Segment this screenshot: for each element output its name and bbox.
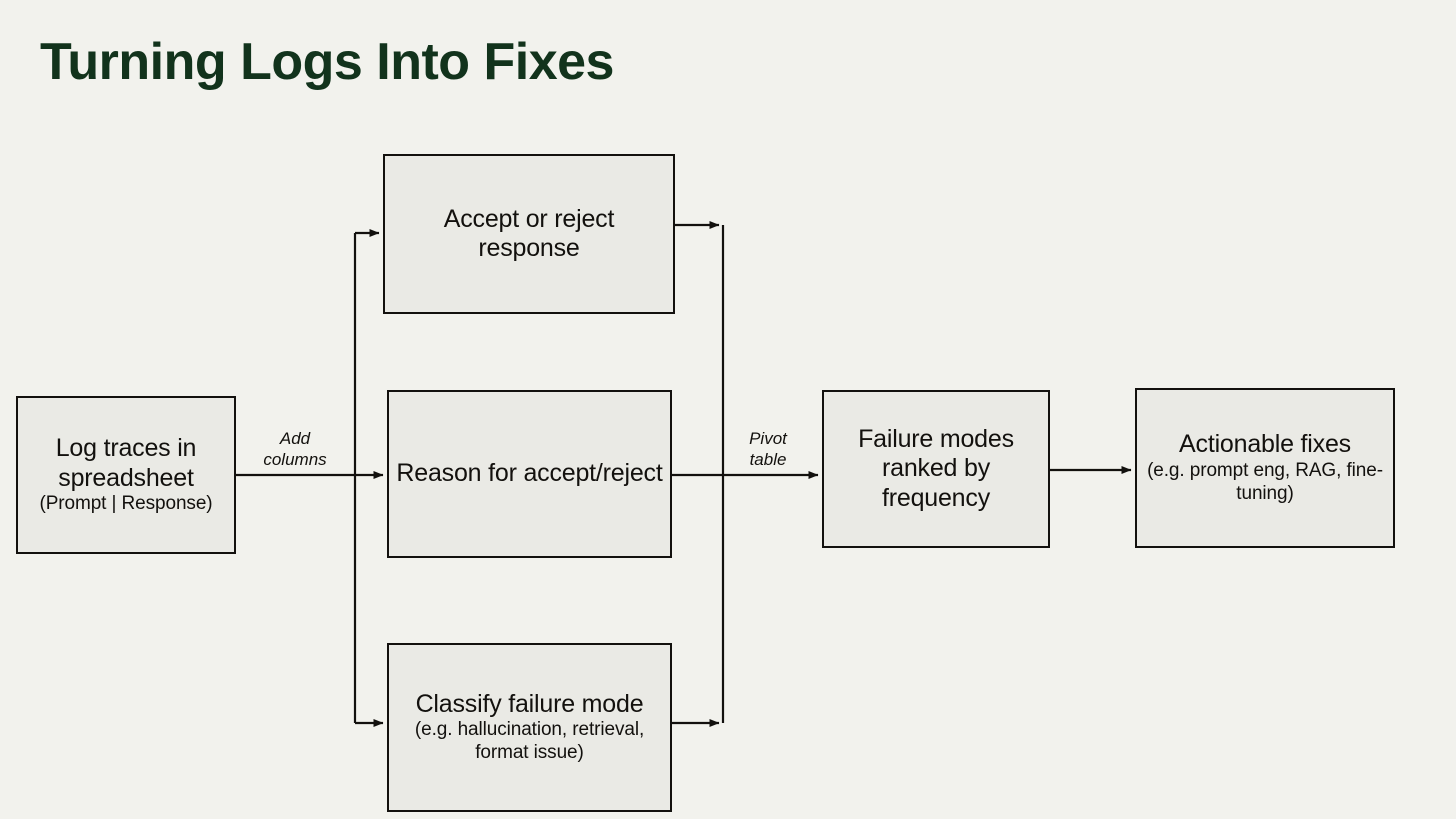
node-accept-reject[interactable]: Accept or reject response	[383, 154, 675, 314]
node-actionable-fixes-subtitle: (e.g. prompt eng, RAG, fine-tuning)	[1147, 459, 1383, 504]
node-log-traces-title: Log traces in spreadsheet	[55, 434, 197, 492]
node-reason[interactable]: Reason for accept/reject	[387, 390, 672, 558]
page-title: Turning Logs Into Fixes	[40, 33, 614, 91]
node-failure-modes[interactable]: Failure modes ranked by frequency	[822, 390, 1050, 548]
node-failure-modes-title: Failure modes ranked by frequency	[858, 424, 1014, 512]
node-actionable-fixes-title: Actionable fixes	[1179, 430, 1351, 459]
node-classify-failure[interactable]: Classify failure mode (e.g. hallucinatio…	[387, 643, 672, 812]
node-reason-title: Reason for accept/reject	[396, 459, 663, 488]
node-log-traces-subtitle: (Prompt | Response)	[39, 493, 213, 515]
node-classify-failure-title: Classify failure mode	[415, 689, 644, 718]
node-classify-failure-subtitle: (e.g. hallucination, retrieval, format i…	[414, 719, 645, 764]
edge-label-add-columns: Add columns	[263, 429, 327, 470]
node-accept-reject-title: Accept or reject response	[443, 204, 615, 263]
node-actionable-fixes[interactable]: Actionable fixes (e.g. prompt eng, RAG, …	[1135, 388, 1395, 548]
node-log-traces[interactable]: Log traces in spreadsheet (Prompt | Resp…	[16, 396, 236, 554]
edge-label-pivot-table: Pivot table	[749, 429, 787, 470]
